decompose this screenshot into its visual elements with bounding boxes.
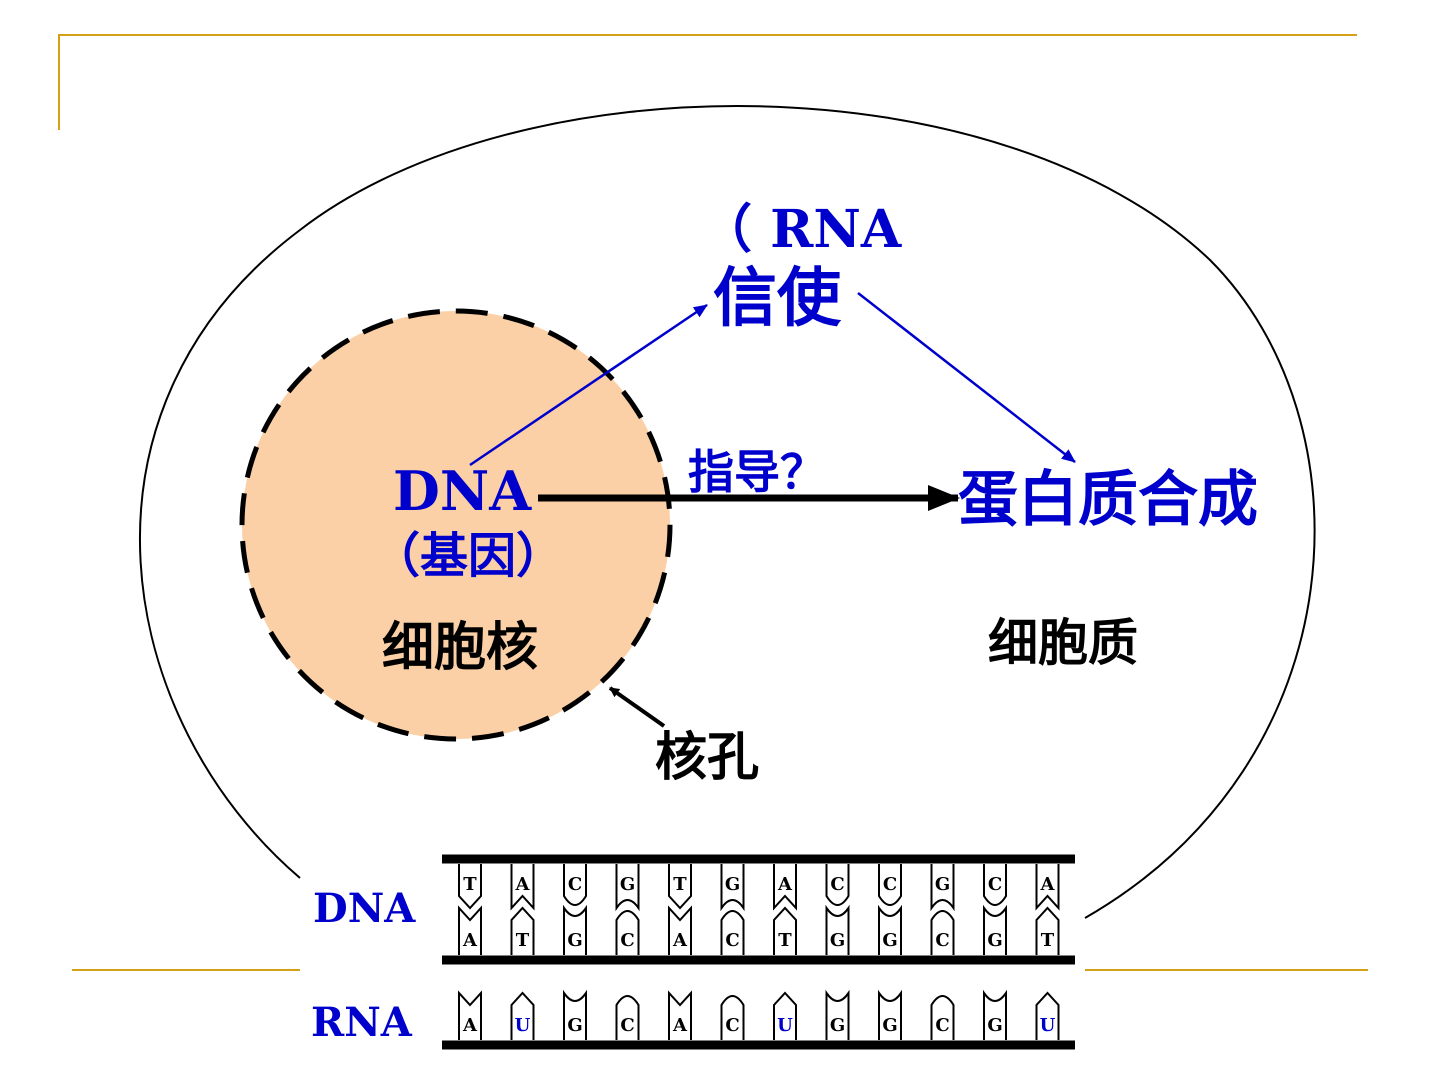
nuclear-pore-label: 核孔	[655, 727, 759, 788]
base-letter-C: C	[725, 1015, 739, 1036]
base-shape-G	[983, 989, 1007, 1040]
base-letter-G: G	[725, 874, 740, 895]
base-shape-A	[668, 990, 692, 1040]
base-shape-G	[615, 864, 640, 912]
base-letter-T: T	[673, 874, 687, 895]
base-letter-T: T	[516, 930, 530, 951]
base-letter-G: G	[830, 1015, 845, 1036]
base-letter-C: C	[883, 874, 897, 895]
base-shape-T	[510, 906, 535, 955]
base-shape-U	[1035, 991, 1060, 1040]
base-shape-U	[510, 991, 535, 1040]
cell-membrane	[138, 105, 1316, 919]
base-shape-C	[720, 995, 745, 1040]
base-shape-G	[825, 989, 850, 1040]
base-shape-G	[878, 989, 902, 1040]
base-shape-G	[825, 904, 850, 955]
base-shape-C	[615, 910, 640, 955]
messenger-to-protein-arrow	[857, 292, 1076, 463]
nuclear-pore-arrow	[608, 686, 666, 728]
base-shape-T	[458, 864, 482, 910]
base-letter-A: A	[462, 1015, 478, 1036]
base-letter-A: A	[672, 930, 688, 951]
nucleus	[239, 308, 673, 742]
base-letter-U: U	[1040, 1015, 1056, 1036]
base-shape-T	[668, 864, 692, 910]
base-shape-A	[668, 905, 692, 955]
base-shape-T	[1035, 906, 1060, 955]
base-letter-C: C	[725, 930, 739, 951]
base-shape-A	[458, 990, 482, 1040]
base-shape-C	[930, 910, 955, 955]
base-letter-U: U	[515, 1015, 531, 1036]
dna-strand-label: DNA	[313, 885, 416, 932]
base-letter-G: G	[830, 930, 845, 951]
base-shape-C	[983, 864, 1007, 906]
base-shape-C	[825, 864, 850, 906]
base-shape-G	[563, 904, 587, 955]
base-letter-C: C	[568, 874, 582, 895]
base-letter-U: U	[777, 1015, 793, 1036]
base-letter-C: C	[988, 874, 1002, 895]
dna-to-messenger-arrow	[469, 303, 708, 467]
base-letter-A: A	[672, 1015, 688, 1036]
base-letter-C: C	[935, 930, 949, 951]
base-letter-G: G	[882, 930, 897, 951]
base-shape-C	[878, 864, 902, 906]
protein-synthesis-label: 蛋白质合成	[958, 465, 1258, 535]
base-shape-G	[983, 904, 1007, 955]
base-shape-G	[930, 864, 955, 912]
messenger-label: 信使	[713, 261, 842, 336]
base-letter-G: G	[620, 874, 635, 895]
base-shape-G	[563, 989, 587, 1040]
base-letter-T: T	[778, 930, 792, 951]
nucleus-label: 细胞核	[382, 617, 538, 678]
guide-label: 指导？	[688, 445, 826, 499]
base-shape-T	[773, 906, 797, 955]
base-letter-G: G	[882, 1015, 897, 1036]
base-letter-G: G	[567, 930, 582, 951]
base-letter-C: C	[620, 1015, 634, 1036]
cytoplasm-label: 细胞质	[988, 613, 1138, 672]
base-letter-C: C	[620, 930, 634, 951]
rna-strand-label: RNA	[311, 999, 413, 1046]
base-letter-G: G	[935, 874, 950, 895]
base-shape-A	[773, 864, 797, 911]
base-letter-A: A	[515, 874, 531, 895]
base-letter-A: A	[1040, 874, 1056, 895]
base-shape-A	[510, 864, 535, 911]
base-shape-C	[615, 995, 640, 1040]
base-letter-T: T	[463, 874, 477, 895]
base-shape-A	[458, 905, 482, 955]
base-shape-C	[930, 995, 955, 1040]
base-letter-T: T	[1041, 930, 1055, 951]
base-letter-C: C	[830, 874, 844, 895]
base-letter-G: G	[987, 1015, 1002, 1036]
base-shape-A	[1035, 864, 1060, 911]
base-shape-C	[720, 910, 745, 955]
messenger-rna-label: （ RNA	[700, 199, 902, 260]
base-letter-C: C	[935, 1015, 949, 1036]
base-shape-G	[878, 904, 902, 955]
top-frame-line	[58, 34, 1357, 130]
base-shape-C	[563, 864, 587, 906]
base-letter-A: A	[462, 930, 478, 951]
base-shape-G	[720, 864, 745, 912]
gene-label: （基因）	[372, 528, 564, 584]
base-letter-A: A	[777, 874, 793, 895]
base-shape-U	[773, 991, 797, 1040]
base-letter-G: G	[987, 930, 1002, 951]
base-letter-G: G	[567, 1015, 582, 1036]
dna-label: DNA	[393, 459, 532, 523]
